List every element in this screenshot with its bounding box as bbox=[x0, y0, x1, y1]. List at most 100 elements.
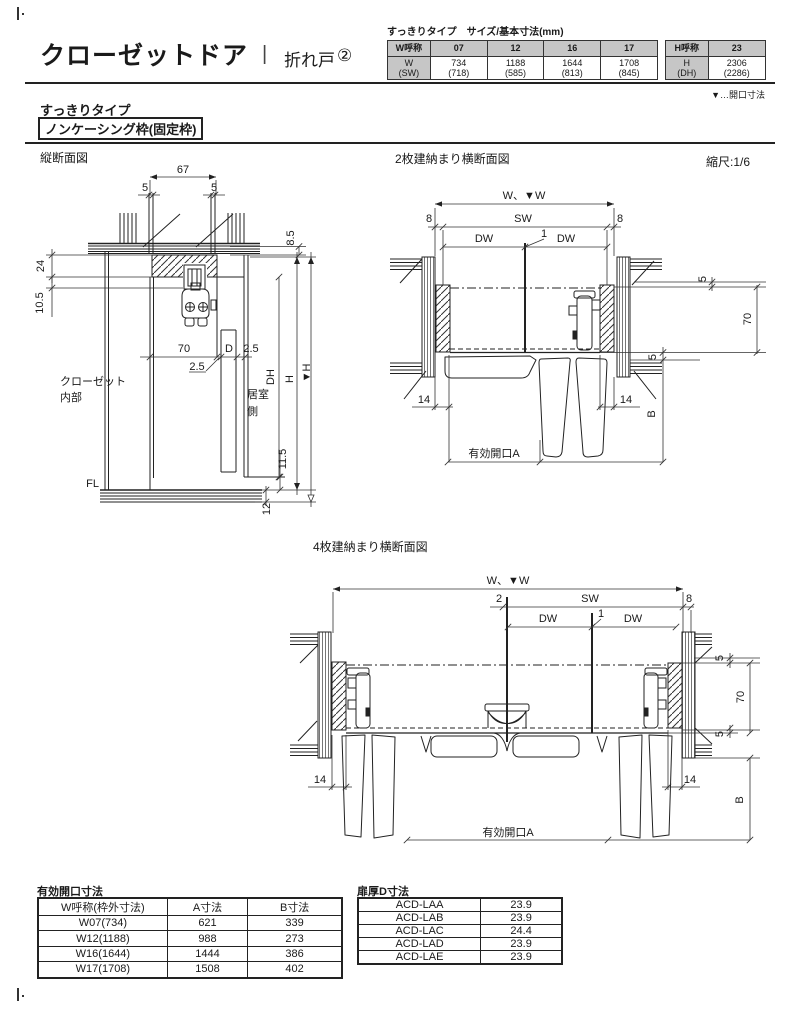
page-title: クローゼットドア bbox=[40, 42, 249, 70]
drawing2-scale: 縮尺:1/6 bbox=[706, 154, 750, 169]
two-panel-section-drawing: 2枚建納まり横断面図 縮尺:1/6 bbox=[390, 151, 766, 466]
table-cell: W (SW) bbox=[387, 56, 431, 80]
dim-5-right: 5 bbox=[211, 182, 217, 194]
dim-11-5: 11.5 bbox=[277, 449, 289, 470]
table-cell: W呼称(枠外寸法) bbox=[37, 897, 168, 916]
label-room-line1: 居室 bbox=[247, 387, 269, 401]
table-cell: 23 bbox=[707, 40, 767, 57]
table-cell: 16 bbox=[543, 40, 602, 57]
table-cell: 1444 bbox=[166, 945, 249, 963]
table-cell: A寸法 bbox=[166, 897, 249, 916]
dim-5-bottom: 5 bbox=[647, 354, 659, 360]
dimension-arrows bbox=[435, 201, 614, 207]
table-cell: 402 bbox=[247, 961, 343, 979]
dim-14-right: 14 bbox=[620, 394, 632, 406]
table-cell: 23.9 bbox=[480, 950, 563, 965]
table-cell: 1508 bbox=[166, 961, 249, 979]
table-cell: ACD-LAE bbox=[357, 950, 482, 965]
dim-14-right: 14 bbox=[684, 774, 696, 786]
dim-67: 67 bbox=[177, 164, 189, 176]
dim-12: 12 bbox=[261, 503, 273, 515]
four-panel-section-drawing: 4枚建納まり横断面図 bbox=[290, 540, 760, 844]
drawing1-labels: 67 5 5 8.5 24 10.5 70 D 2.5 2.5 クローゼット 内… bbox=[34, 164, 313, 515]
dim-2-5-leader: 2.5 bbox=[189, 361, 204, 373]
table-cell: W呼称 bbox=[387, 40, 431, 57]
table-cell: ACD-LAA bbox=[357, 897, 482, 912]
structure-lines bbox=[390, 243, 662, 458]
section-rule bbox=[25, 142, 775, 144]
dim-SW: SW bbox=[514, 213, 532, 225]
table-row: H (DH)2306 (2286) bbox=[665, 56, 767, 80]
label-room-line2: 側 bbox=[247, 405, 258, 418]
dim-H: H bbox=[284, 375, 296, 383]
table-cell: 386 bbox=[247, 945, 343, 963]
dim-B: B bbox=[646, 410, 658, 417]
dim-5-bottom: 5 bbox=[714, 731, 726, 737]
table-row: W (SW)734 (718)1188 (585)1644 (813)1708 … bbox=[387, 56, 658, 80]
size-table-title: すっきりタイプ サイズ/基本寸法(mm) bbox=[387, 27, 564, 38]
dim-DW-left: DW bbox=[475, 233, 494, 245]
table-cell: 23.9 bbox=[480, 911, 563, 925]
drawing1-title: 縦断面図 bbox=[40, 150, 88, 165]
drawing2-labels: W、▼W 8 SW 8 DW 1 DW 14 14 5 70 5 B 有効開口A bbox=[418, 190, 754, 460]
dim-2: 2 bbox=[496, 593, 502, 605]
header-rule bbox=[25, 82, 775, 84]
crop-mark-bottom bbox=[17, 988, 19, 1001]
dim-DW-left: DW bbox=[539, 613, 558, 625]
crop-mark-bottom-dot bbox=[22, 995, 24, 997]
table-cell: W17(1708) bbox=[37, 961, 168, 979]
label-effective-opening: 有効開口A bbox=[468, 446, 520, 460]
dimension-lines bbox=[46, 174, 316, 507]
door-thickness-table-title: 扉厚D寸法 bbox=[357, 886, 409, 898]
table-cell: 12 bbox=[486, 40, 545, 57]
dim-DW-right: DW bbox=[557, 233, 576, 245]
table-cell: 1644 (813) bbox=[543, 56, 602, 80]
table-cell: 17 bbox=[600, 40, 658, 57]
dimension-lines bbox=[308, 586, 760, 844]
table-cell: 339 bbox=[247, 914, 343, 932]
dim-70: 70 bbox=[742, 313, 754, 325]
table-cell: 23.9 bbox=[480, 937, 563, 951]
table-cell: W07(734) bbox=[37, 914, 168, 932]
table-cell: 2306 (2286) bbox=[707, 56, 767, 80]
table-cell: 23.9 bbox=[480, 897, 563, 912]
table-cell: 621 bbox=[166, 914, 249, 932]
drawing3-title: 4枚建納まり横断面図 bbox=[313, 540, 428, 554]
dim-5-top: 5 bbox=[714, 655, 726, 661]
dimension-lines bbox=[412, 201, 766, 466]
dimension-ticks bbox=[431, 223, 761, 466]
table-cell: ACD-LAC bbox=[357, 924, 482, 938]
table-cell: W12(1188) bbox=[37, 930, 168, 947]
dimension-arrows bbox=[150, 174, 314, 490]
dim-SW: SW bbox=[581, 593, 599, 605]
dim-W: W、▼W bbox=[503, 190, 546, 202]
table-cell: ACD-LAB bbox=[357, 911, 482, 925]
drawing3-labels: W、▼W 2 SW 8 DW 1 DW 14 14 5 70 5 B 有効開口A bbox=[314, 575, 747, 839]
dim-DH: DH bbox=[265, 369, 277, 385]
table-cell: W16(1644) bbox=[37, 945, 168, 963]
dim-5-top: 5 bbox=[697, 276, 709, 282]
table-cell: 988 bbox=[166, 930, 249, 947]
table-cell: 07 bbox=[429, 40, 488, 57]
dim-W: W、▼W bbox=[487, 575, 530, 587]
table-cell: H (DH) bbox=[665, 56, 709, 80]
dim-24: 24 bbox=[35, 260, 47, 272]
crop-mark-top bbox=[17, 7, 19, 20]
structure-lines bbox=[290, 597, 713, 839]
dim-open-H: ▼H bbox=[301, 364, 313, 383]
dim-1: 1 bbox=[541, 228, 547, 240]
page-subtitle: 折れ戸 bbox=[284, 51, 335, 70]
dim-DW-right: DW bbox=[624, 613, 643, 625]
dim-D: D bbox=[225, 343, 233, 355]
